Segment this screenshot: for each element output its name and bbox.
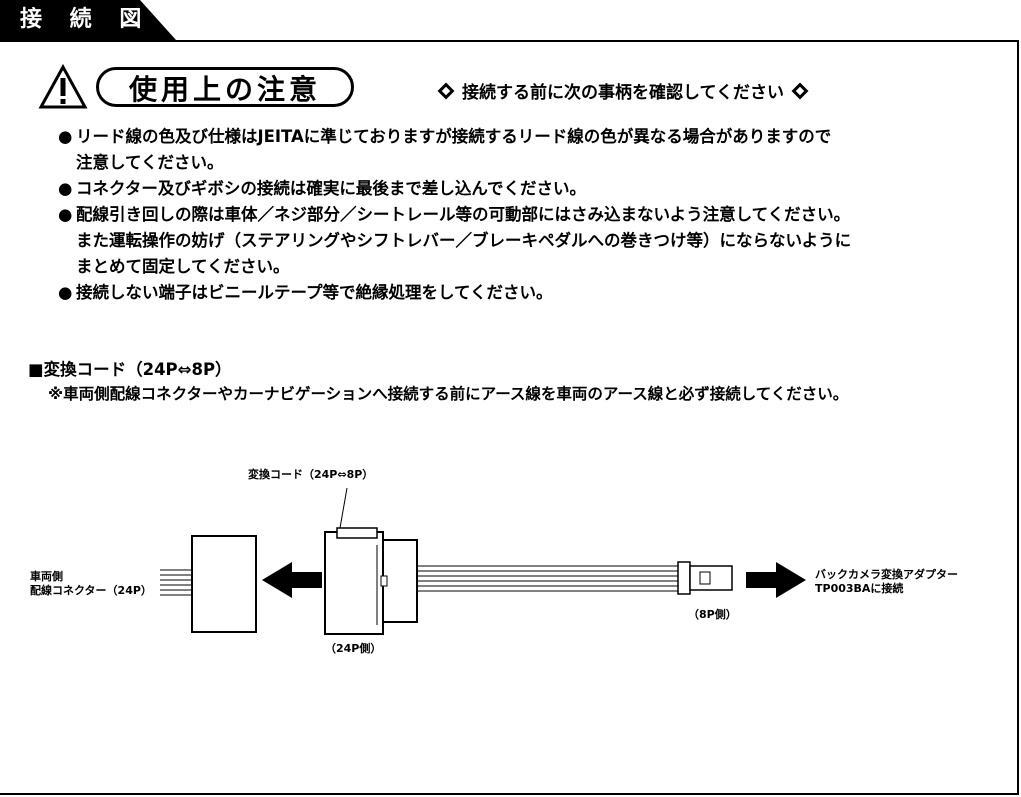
adapter-label: バックカメラ変換アダプター TP003BAに接続 (815, 568, 958, 596)
note-line: 接続しない端子はビニールテープ等で絶縁処理をしてください。 (76, 283, 553, 302)
side-24p-label: （24P側） (325, 642, 382, 655)
note-item: ● コネクター及びギボシの接続は確実に最後まで差し込んでください。 (58, 176, 988, 202)
bullet-icon: ● (58, 127, 73, 146)
note-line: まとめて固定してください。 (76, 257, 290, 276)
warning-icon (38, 64, 88, 109)
vehicle-label-line: 配線コネクター（24P） (30, 584, 152, 597)
content-frame (0, 40, 1019, 795)
confirm-banner: 接続する前に次の事柄を確認してください (437, 78, 809, 103)
bullet-icon: ● (58, 179, 73, 198)
cord-leader (339, 487, 348, 529)
connector-24p (324, 527, 418, 635)
connector-8p (677, 561, 733, 595)
side-8p-label: （8P側） (688, 608, 737, 621)
arrow-left-icon (262, 562, 322, 598)
note-line: リード線の色及び仕様はJEITAに準じておりますが接続するリード線の色が異なる場… (76, 127, 832, 146)
adapter-label-line: TP003BAに接続 (815, 582, 904, 595)
note-item: ● 配線引き回しの際は車体／ネジ部分／シートレール等の可動部にはさみ込まないよう… (58, 202, 988, 280)
section-note: ※車両側配線コネクターやカーナビゲーションへ接続する前にアース線を車両のアース線… (48, 385, 849, 403)
vehicle-label: 車両側 配線コネクター（24P） (30, 570, 152, 598)
caution-header: 使用上の注意 (38, 64, 355, 110)
vehicle-connector (191, 535, 257, 633)
note-line: 配線引き回しの際は車体／ネジ部分／シートレール等の可動部にはさみ込まないよう注意… (76, 205, 851, 224)
section-title: ■変換コード（24P⇔8P） (28, 360, 232, 379)
note-line: また運転操作の妨げ（ステアリングやシフトレバー／ブレーキペダルへの巻きつけ等）に… (76, 231, 852, 250)
adapter-label-line: バックカメラ変換アダプター (815, 568, 958, 581)
caution-title: 使用上の注意 (96, 67, 355, 107)
bullet-icon: ● (58, 205, 73, 224)
caution-notes: ● リード線の色及び仕様はJEITAに準じておりますが接続するリード線の色が異な… (58, 124, 988, 306)
cable (417, 565, 678, 592)
note-item: ● 接続しない端子はビニールテープ等で絶縁処理をしてください。 (58, 280, 988, 306)
confirm-text: 接続する前に次の事柄を確認してください (462, 83, 784, 103)
note-item: ● リード線の色及び仕様はJEITAに準じておりますが接続するリード線の色が異な… (58, 124, 988, 176)
bullet-icon: ● (58, 283, 73, 302)
note-line: コネクター及びギボシの接続は確実に最後まで差し込んでください。 (76, 179, 587, 198)
vehicle-label-line: 車両側 (30, 570, 63, 583)
cord-label: 変換コード（24P⇔8P） (248, 468, 374, 481)
arrow-right-icon (746, 562, 806, 598)
note-line: 注意してください。 (76, 153, 224, 172)
vehicle-wires (160, 569, 192, 596)
